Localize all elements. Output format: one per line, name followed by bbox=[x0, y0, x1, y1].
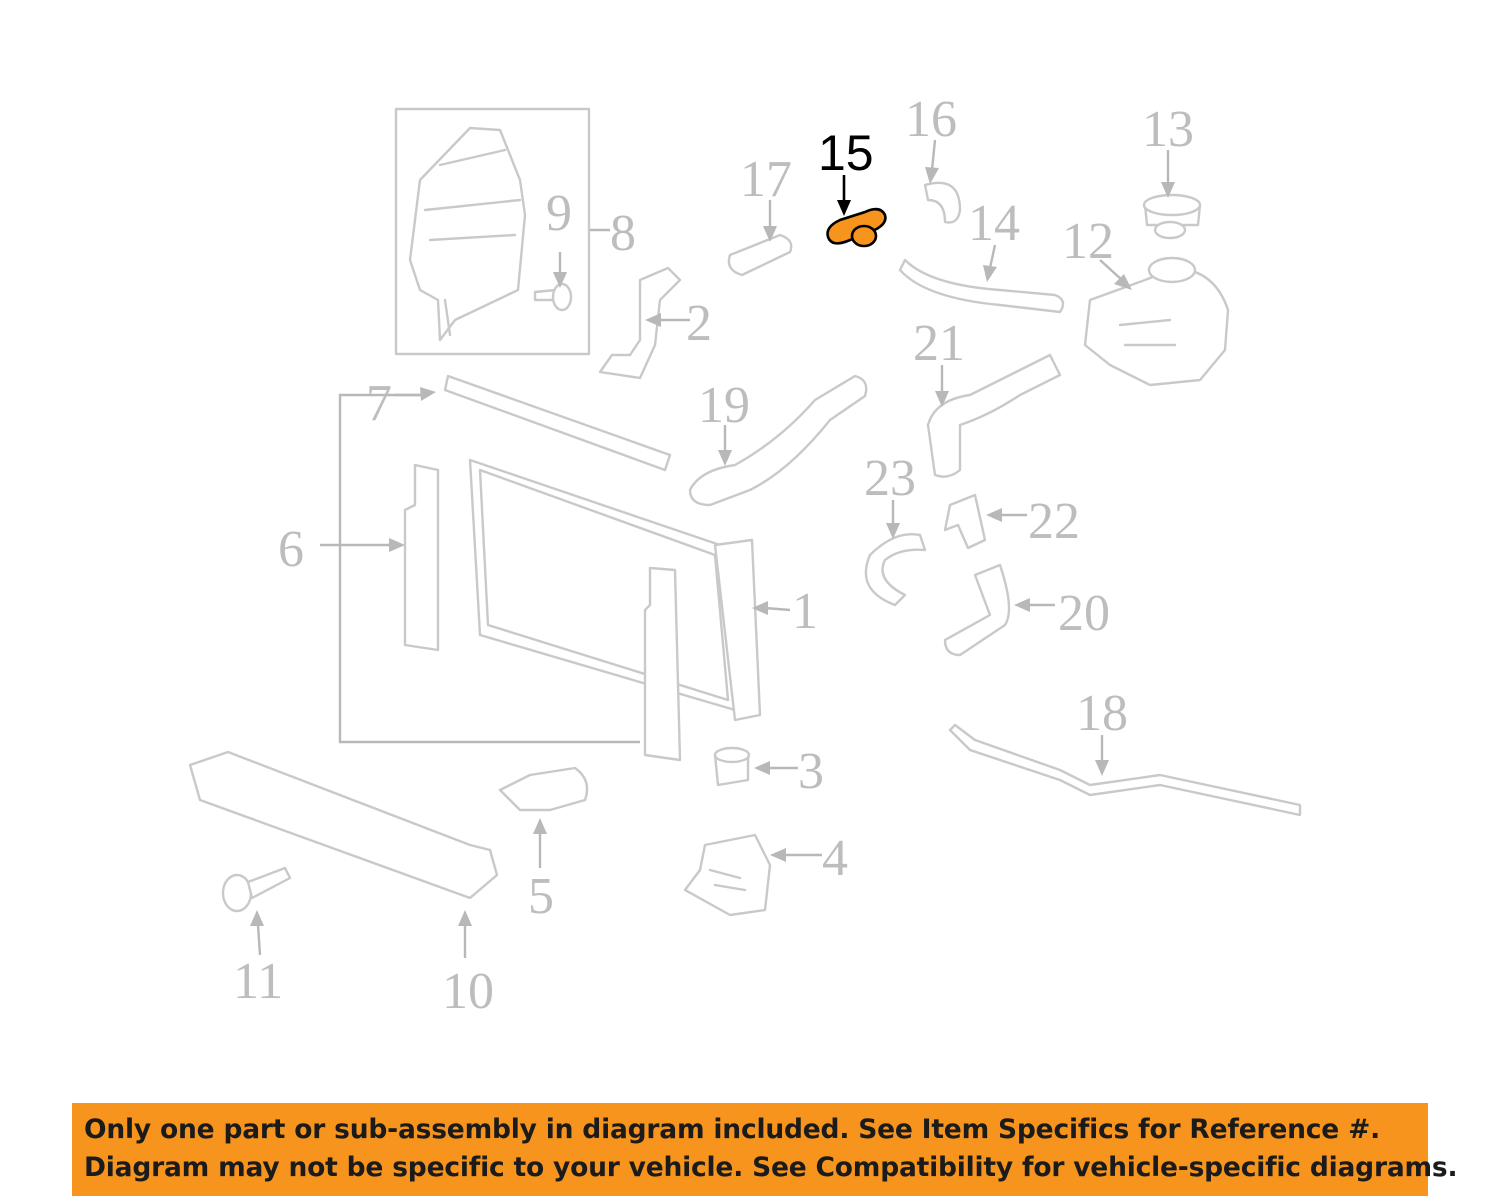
part-labels: 1 2 3 4 5 6 7 8 9 10 11 12 13 14 15 16 1… bbox=[233, 91, 1194, 1020]
label-10: 10 bbox=[442, 963, 494, 1020]
label-15-highlighted: 15 bbox=[818, 125, 874, 181]
disclaimer-banner: Only one part or sub-assembly in diagram… bbox=[72, 1103, 1458, 1196]
part-16-hose bbox=[923, 181, 962, 224]
part-23-hose bbox=[864, 533, 927, 607]
label-8: 8 bbox=[610, 205, 636, 262]
part-13-cap bbox=[1142, 193, 1202, 240]
part-17-hose bbox=[727, 233, 793, 277]
part-8-shroud bbox=[394, 107, 591, 356]
part-20-hose bbox=[943, 563, 1011, 657]
label-4: 4 bbox=[822, 830, 848, 887]
part-9-screw bbox=[533, 282, 573, 312]
label-13: 13 bbox=[1142, 101, 1194, 158]
part-7-bar bbox=[443, 374, 672, 472]
label-21: 21 bbox=[913, 315, 965, 372]
part-3-bushing bbox=[713, 746, 751, 787]
label-22: 22 bbox=[1028, 493, 1080, 550]
label-5: 5 bbox=[528, 868, 554, 925]
part-12-reservoir bbox=[1083, 256, 1230, 387]
disclaimer-line-1: Only one part or sub-assembly in diagram… bbox=[84, 1114, 1380, 1145]
part-10-deflector bbox=[188, 750, 499, 900]
part-14-hose bbox=[898, 258, 1065, 314]
part-6-panel bbox=[403, 463, 440, 652]
disclaimer-line-2: Diagram may not be specific to your vehi… bbox=[84, 1152, 1458, 1183]
label-6: 6 bbox=[278, 521, 304, 578]
label-9: 9 bbox=[546, 185, 572, 242]
part-15-fitting-highlighted bbox=[826, 207, 887, 248]
leader-lines bbox=[250, 139, 1175, 958]
part-1-radiator bbox=[468, 458, 762, 722]
label-20: 20 bbox=[1058, 585, 1110, 642]
label-18: 18 bbox=[1076, 685, 1128, 742]
label-2: 2 bbox=[686, 295, 712, 352]
label-16: 16 bbox=[905, 91, 957, 148]
part-18-rod bbox=[948, 723, 1302, 817]
label-7: 7 bbox=[366, 375, 392, 432]
part-4-mount bbox=[683, 833, 772, 917]
part-21-hose bbox=[926, 353, 1062, 478]
label-23: 23 bbox=[864, 450, 916, 507]
part-5-grommet bbox=[498, 766, 589, 812]
part-11-pin bbox=[221, 866, 292, 913]
part-2-bracket bbox=[598, 266, 682, 380]
label-14: 14 bbox=[968, 195, 1020, 252]
label-3: 3 bbox=[798, 743, 824, 800]
bracket-6-7 bbox=[338, 393, 640, 744]
label-11: 11 bbox=[233, 953, 283, 1010]
label-12: 12 bbox=[1062, 213, 1114, 270]
label-19: 19 bbox=[698, 377, 750, 434]
part-19-hose bbox=[688, 374, 868, 507]
label-17: 17 bbox=[740, 151, 792, 208]
part-22-fitting bbox=[943, 493, 987, 550]
part-6-panel-right bbox=[643, 566, 682, 762]
label-1: 1 bbox=[792, 583, 818, 640]
